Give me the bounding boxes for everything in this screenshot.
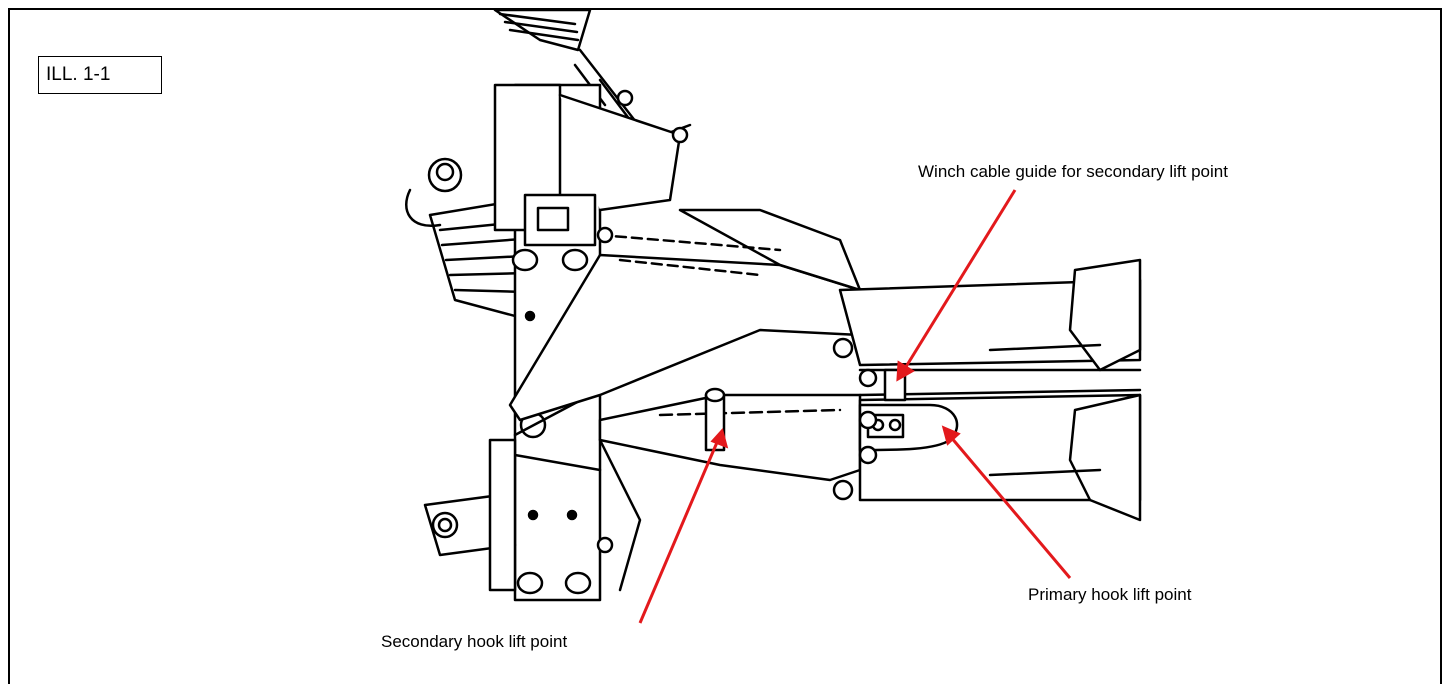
leader-lines xyxy=(638,189,1072,624)
upper-boom-tube xyxy=(838,278,1142,367)
secondary-hook-leader xyxy=(638,439,720,624)
primary-hook-leader xyxy=(948,435,1072,579)
callout-primary-hook-lift-point: Primary hook lift point xyxy=(1028,585,1192,604)
callout-winch-cable-guide: Winch cable guide for secondary lift poi… xyxy=(918,162,1228,181)
illustration-frame xyxy=(8,8,1442,684)
bolt-heads xyxy=(596,89,878,554)
upper-spring xyxy=(493,8,592,52)
callout-secondary-hook-lift-point: Secondary hook lift point xyxy=(381,632,568,651)
secondary-hook-arrowhead xyxy=(710,427,729,449)
winch-guide-leader xyxy=(902,189,1017,371)
figure-label: ILL. 1-1 xyxy=(38,56,162,94)
primary-hook-arrowhead xyxy=(941,425,961,446)
lower-diagonal-arm xyxy=(598,393,862,482)
winch-guide-arrowhead xyxy=(896,360,915,382)
